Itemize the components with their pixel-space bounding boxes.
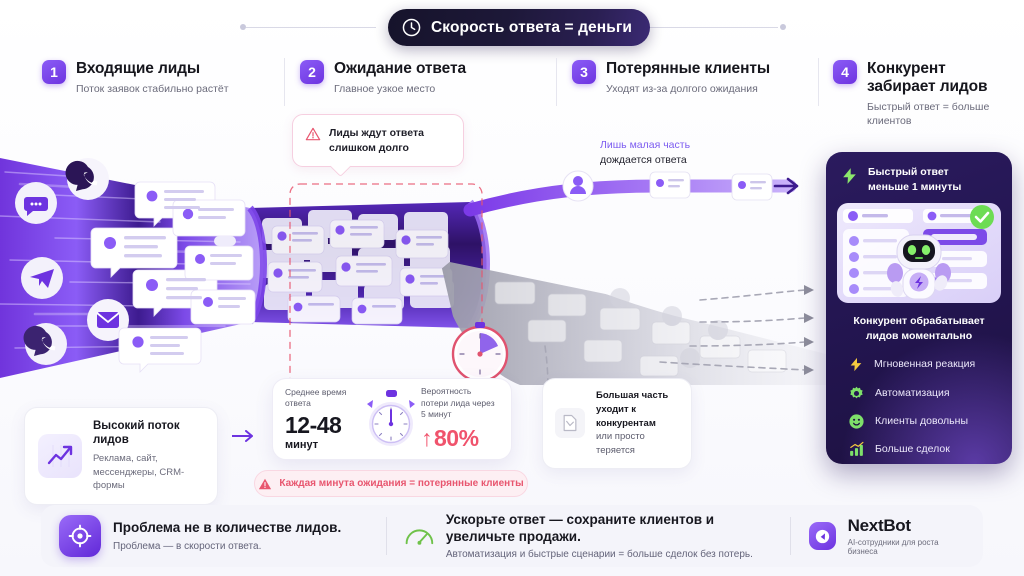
channel-icons (15, 158, 129, 365)
feature-label: Мгновенная реакция (874, 358, 976, 371)
step-2-number: 2 (300, 60, 324, 84)
declining-document-icon (555, 408, 585, 439)
panel-heading: Конкурент обрабатывает лидов моментально (840, 314, 998, 343)
stats-left: Среднее время ответа 12-48 минут (285, 387, 361, 452)
gear-icon (850, 386, 863, 399)
stats-left-unit: минут (285, 439, 319, 452)
feature-item: Автоматизация (848, 385, 1012, 402)
target-icon (59, 515, 101, 557)
brand-name: NextBot (847, 516, 911, 535)
tooltip-line-1: Лиды ждут ответа (329, 127, 424, 139)
nextbot-logo-icon (809, 522, 836, 550)
step-divider-3 (818, 58, 819, 106)
panel-fast-reply: Быстрый ответ меньше 1 минуты (826, 152, 1012, 194)
speedometer-icon (405, 529, 434, 545)
bottom-left-title: Проблема не в количестве лидов. (113, 520, 342, 536)
robot-mascot-scene (837, 203, 1001, 304)
high-lead-flow-card: Высокий поток лидов Реклама, сайт, мессе… (24, 407, 218, 506)
clock-icon (402, 18, 421, 37)
step-3-number: 3 (572, 60, 596, 84)
lightning-bolt-icon (843, 168, 856, 184)
strip-text: Каждая минута ожидания = потерянные клие… (279, 478, 524, 489)
minute-warning-strip: Каждая минута ожидания = потерянные клие… (254, 470, 528, 497)
bottom-brand-segment: NextBot AI-сотрудники для роста бизнеса (791, 505, 983, 567)
bottom-left-segment: Проблема не в количестве лидов. Проблема… (41, 505, 386, 567)
annotation-line-2: дождается ответа (600, 154, 687, 167)
stats-right-arrow: ↑ (421, 424, 433, 451)
step-1: 1 Входящие лиды Поток заявок стабильно р… (42, 60, 272, 96)
flow-card-title: Высокий поток лидов (93, 420, 180, 447)
stopwatch-overlay-icon (451, 322, 509, 383)
stats-right-value: 80% (434, 424, 479, 451)
feature-item: Больше сделок (848, 441, 1012, 458)
step-3-title: Потерянные клиенты (606, 60, 770, 77)
warning-triangle-icon (305, 127, 321, 141)
panel-top-line-1: Быстрый ответ (868, 166, 949, 178)
flow-card-subtitle: Реклама, сайт, мессенджеры, CRM-формы (93, 452, 185, 492)
bottom-left-subtitle: Проблема — в скорости ответа. (113, 540, 262, 552)
step-4: 4 Конкурент забирает лидов Быстрый ответ… (833, 60, 1013, 128)
step-divider-2 (556, 58, 557, 106)
panel-heading-line-1: Конкурент обрабатывает (853, 315, 985, 328)
step-1-title: Входящие лиды (76, 60, 201, 77)
step-4-subtitle: Быстрый ответ = больше клиентов (867, 100, 990, 127)
header-badge-label: Скорость ответа = деньги (431, 18, 633, 36)
header-badge: Скорость ответа = деньги (388, 9, 651, 46)
funnel-illustration (0, 158, 830, 385)
bottom-divider-2 (790, 517, 791, 555)
stats-card: Среднее время ответа 12-48 минут (272, 378, 512, 460)
bottom-summary-bar: Проблема не в количестве лидов. Проблема… (41, 505, 983, 567)
header-dot-right (780, 24, 786, 30)
header-rule-right (648, 27, 778, 28)
step-divider-1 (284, 58, 285, 106)
panel-heading-line-2: лидов моментально (865, 330, 973, 343)
bottom-middle-title: Ускорьте ответ — сохраните клиентов и ув… (445, 512, 715, 544)
message-cards (90, 181, 256, 373)
step-2-title: Ожидание ответа (334, 60, 466, 77)
tooltip-line-2: слишком долго (329, 141, 409, 154)
step-1-subtitle: Поток заявок стабильно растёт (76, 82, 229, 95)
feature-item: Мгновенная реакция (848, 355, 1012, 374)
step-2-subtitle: Главное узкое место (334, 82, 436, 95)
feature-label: Автоматизация (875, 387, 950, 400)
competitor-panel: Быстрый ответ меньше 1 минуты (826, 152, 1012, 464)
small-share-annotation: Лишь малая часть дождается ответа (600, 138, 690, 168)
panel-top-line-2: меньше 1 минуты (868, 180, 962, 193)
flow-arrow-icon (232, 430, 253, 442)
warning-triangle-icon (259, 478, 272, 489)
step-3-subtitle: Уходят из-за долгого ожидания (606, 82, 758, 95)
feature-label: Больше сделок (875, 443, 950, 456)
waiting-warning-tooltip: Лиды ждут ответа слишком долго (292, 114, 464, 168)
brand-tagline: AI-сотрудники для роста бизнеса (847, 538, 939, 556)
stats-right-caption: Вероятность потери лида через 5 минут (421, 386, 495, 420)
panel-feature-list: Мгновенная реакция Автоматизация Клиенты… (848, 355, 1012, 458)
bottom-middle-segment: Ускорьте ответ — сохраните клиентов и ув… (387, 505, 790, 567)
lost-card-line-1: Большая часть (596, 390, 669, 401)
lost-leads-card: Большая часть уходит к конкурентам или п… (542, 378, 692, 469)
stats-right: Вероятность потери лида через 5 минут ↑ … (421, 386, 499, 451)
annotation-line-1: Лишь малая часть (600, 139, 691, 151)
feature-label: Клиенты довольны (875, 415, 968, 428)
header-dot-left (240, 24, 246, 30)
stopwatch-icon (367, 390, 416, 446)
trend-up-chart-icon (38, 434, 82, 479)
stats-left-value: 12-48 (285, 412, 342, 439)
bottom-middle-subtitle: Автоматизация и быстрые сценарии = больш… (445, 548, 753, 560)
step-1-number: 1 (42, 60, 66, 84)
header-rule-left (246, 27, 376, 28)
bottom-divider-1 (386, 517, 387, 555)
step-3: 3 Потерянные клиенты Уходят из-за долгог… (572, 60, 822, 96)
step-4-title: Конкурент забирает лидов (867, 60, 988, 95)
step-2: 2 Ожидание ответа Главное узкое место (300, 60, 540, 96)
bar-chart-up-icon (850, 441, 864, 456)
lost-card-line-2: уходит к конкурентам (596, 403, 656, 429)
lightning-bolt-icon (850, 357, 862, 371)
stats-left-caption: Среднее время ответа (285, 386, 347, 408)
feature-item: Клиенты довольны (848, 413, 1012, 430)
step-4-number: 4 (833, 60, 857, 84)
lost-card-line-3: или просто теряется (596, 431, 645, 457)
stats-stopwatch (361, 388, 421, 450)
smiley-face-icon (849, 414, 864, 429)
